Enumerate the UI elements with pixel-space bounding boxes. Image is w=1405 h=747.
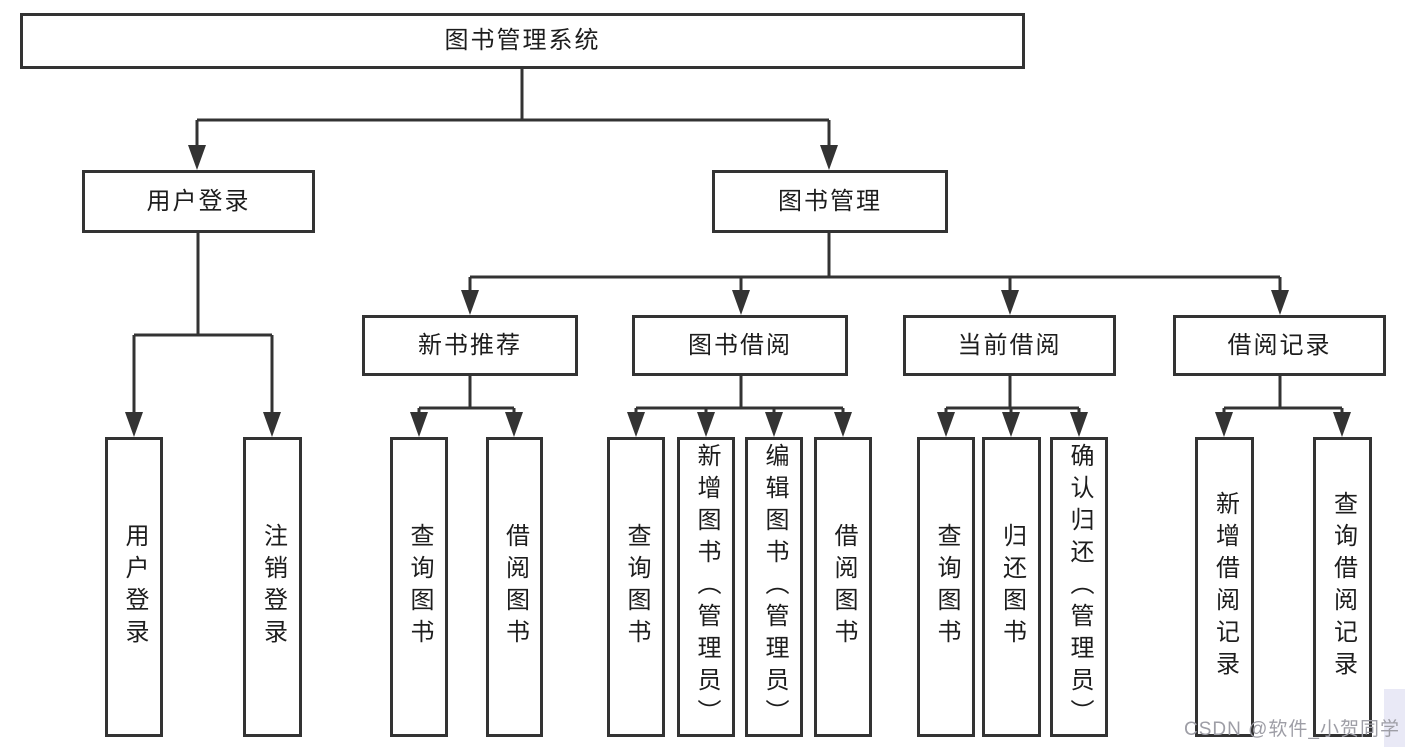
leaf-label: 归还图书 [998, 523, 1026, 651]
leaf-label: 确认归还（管理员） [1066, 443, 1093, 731]
leaf-label: 新增借阅记录 [1211, 491, 1239, 683]
leaf-label: 编辑图书（管理员） [761, 443, 788, 731]
node-leaf-br-query-record: 查询借阅记录 [1313, 437, 1372, 737]
leaf-label: 借阅图书 [501, 523, 529, 651]
node-leaf-nbr-query-books: 查询图书 [390, 437, 448, 737]
node-root: 图书管理系统 [20, 13, 1025, 69]
node-new-book-recommend: 新书推荐 [362, 315, 578, 376]
node-borrow-record: 借阅记录 [1173, 315, 1386, 376]
node-user-login: 用户登录 [82, 170, 315, 233]
node-current-borrow: 当前借阅 [903, 315, 1116, 376]
leaf-label: 查询借阅记录 [1329, 491, 1357, 683]
node-leaf-logout: 注销登录 [243, 437, 302, 737]
node-leaf-user-login: 用户登录 [105, 437, 163, 737]
node-leaf-bb-query-books: 查询图书 [607, 437, 665, 737]
node-leaf-cb-confirm-return-admin: 确认归还（管理员） [1050, 437, 1108, 737]
leaf-label: 用户登录 [121, 523, 148, 651]
watermark: CSDN @软件_小贺同学 [1184, 719, 1400, 740]
node-book-management: 图书管理 [712, 170, 948, 233]
node-book-borrow: 图书借阅 [632, 315, 848, 376]
node-leaf-nbr-borrow-books: 借阅图书 [486, 437, 543, 737]
leaf-label: 借阅图书 [830, 523, 857, 651]
node-leaf-cb-return-books: 归还图书 [982, 437, 1041, 737]
leaf-label: 查询图书 [933, 523, 960, 651]
leaf-label: 查询图书 [623, 523, 650, 651]
node-leaf-bb-borrow-books: 借阅图书 [814, 437, 872, 737]
node-leaf-bb-edit-books-admin: 编辑图书（管理员） [745, 437, 803, 737]
node-leaf-br-add-record: 新增借阅记录 [1195, 437, 1254, 737]
node-leaf-bb-add-books-admin: 新增图书（管理员） [677, 437, 735, 737]
node-leaf-cb-query-books: 查询图书 [917, 437, 975, 737]
arrowheads [125, 145, 1351, 437]
leaf-label: 新增图书（管理员） [693, 443, 720, 731]
watermark-highlight [1384, 689, 1405, 747]
leaf-label: 注销登录 [259, 523, 287, 651]
leaf-label: 查询图书 [406, 523, 433, 651]
